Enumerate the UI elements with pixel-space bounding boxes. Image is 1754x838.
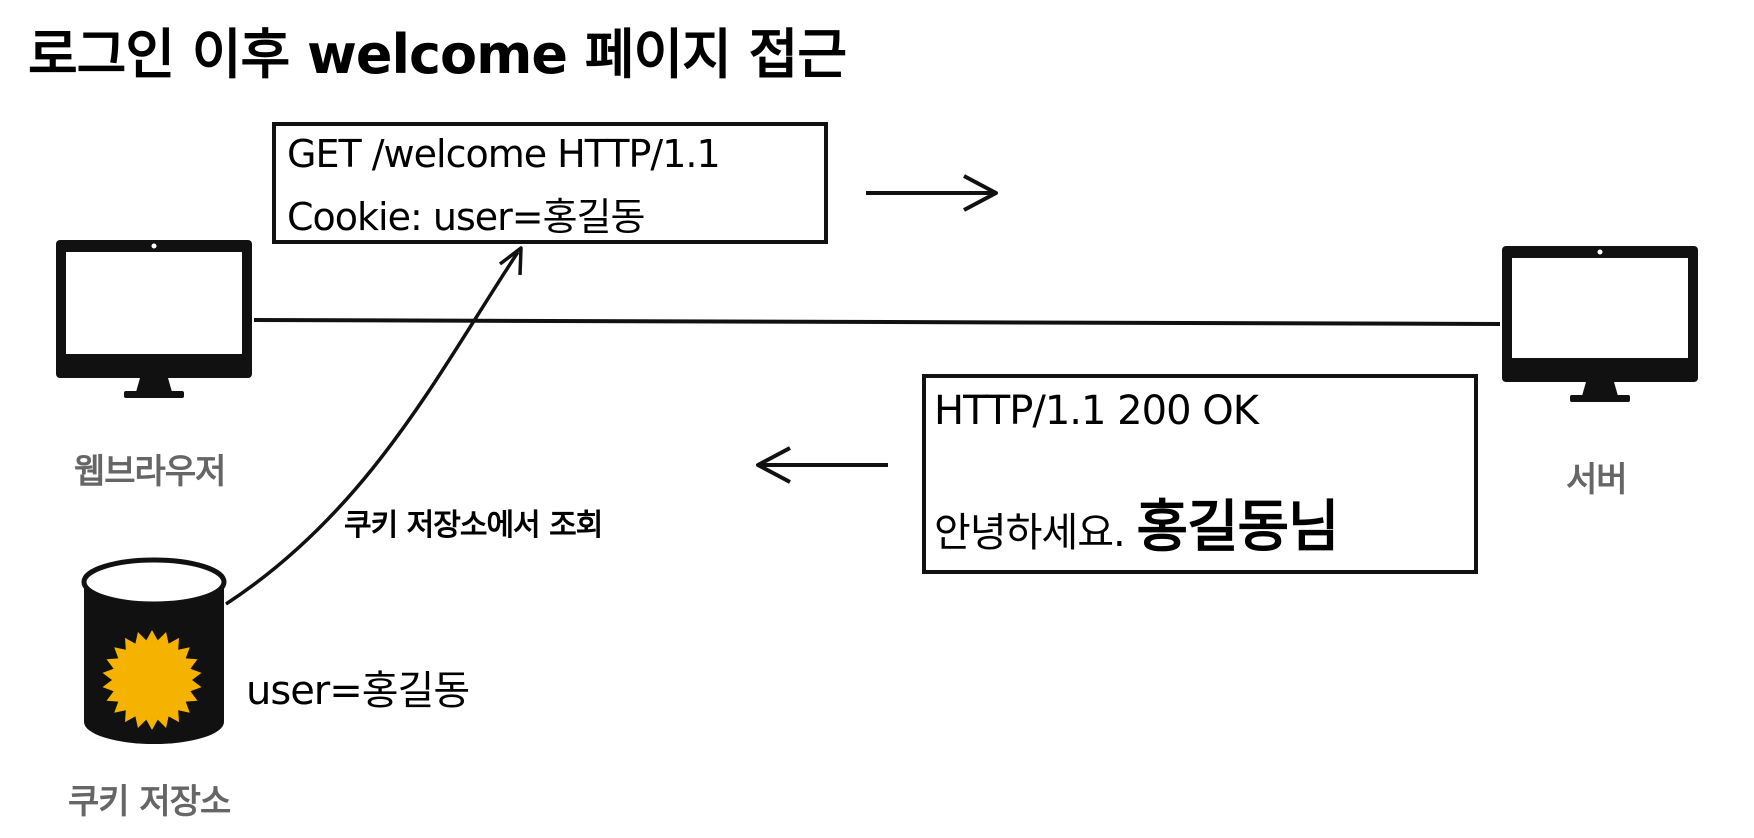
response-body: 안녕하세요. 홍길동님 xyxy=(934,482,1340,563)
response-user-name: 홍길동님 xyxy=(1136,495,1339,560)
http-request-box: GET /welcome HTTP/1.1 Cookie: user=홍길동 xyxy=(272,122,828,244)
stored-cookie-value: user=홍길동 xyxy=(246,668,470,714)
connection-line xyxy=(253,318,1501,326)
cookie-badge-icon xyxy=(102,630,202,730)
page-title: 로그인 이후 welcome 페이지 접근 xyxy=(28,23,847,86)
request-line: GET /welcome HTTP/1.1 xyxy=(287,132,721,176)
response-status-line: HTTP/1.1 200 OK xyxy=(934,388,1259,434)
client-monitor-icon xyxy=(56,240,252,398)
http-response-box: HTTP/1.1 200 OK 안녕하세요. 홍길동님 xyxy=(922,374,1478,574)
request-arrow xyxy=(866,174,998,212)
server-label: 서버 xyxy=(1566,460,1628,500)
cookie-store-label: 쿠키 저장소 xyxy=(68,782,231,822)
response-greeting: 안녕하세요. xyxy=(934,510,1126,556)
client-label: 웹브라우저 xyxy=(74,452,226,492)
response-arrow xyxy=(756,446,888,484)
cookie-lookup-arrow xyxy=(225,246,523,606)
server-monitor-icon xyxy=(1502,246,1698,402)
request-cookie-header: Cookie: user=홍길동 xyxy=(287,195,645,239)
cookie-lookup-label: 쿠키 저장소에서 조회 xyxy=(344,508,603,543)
